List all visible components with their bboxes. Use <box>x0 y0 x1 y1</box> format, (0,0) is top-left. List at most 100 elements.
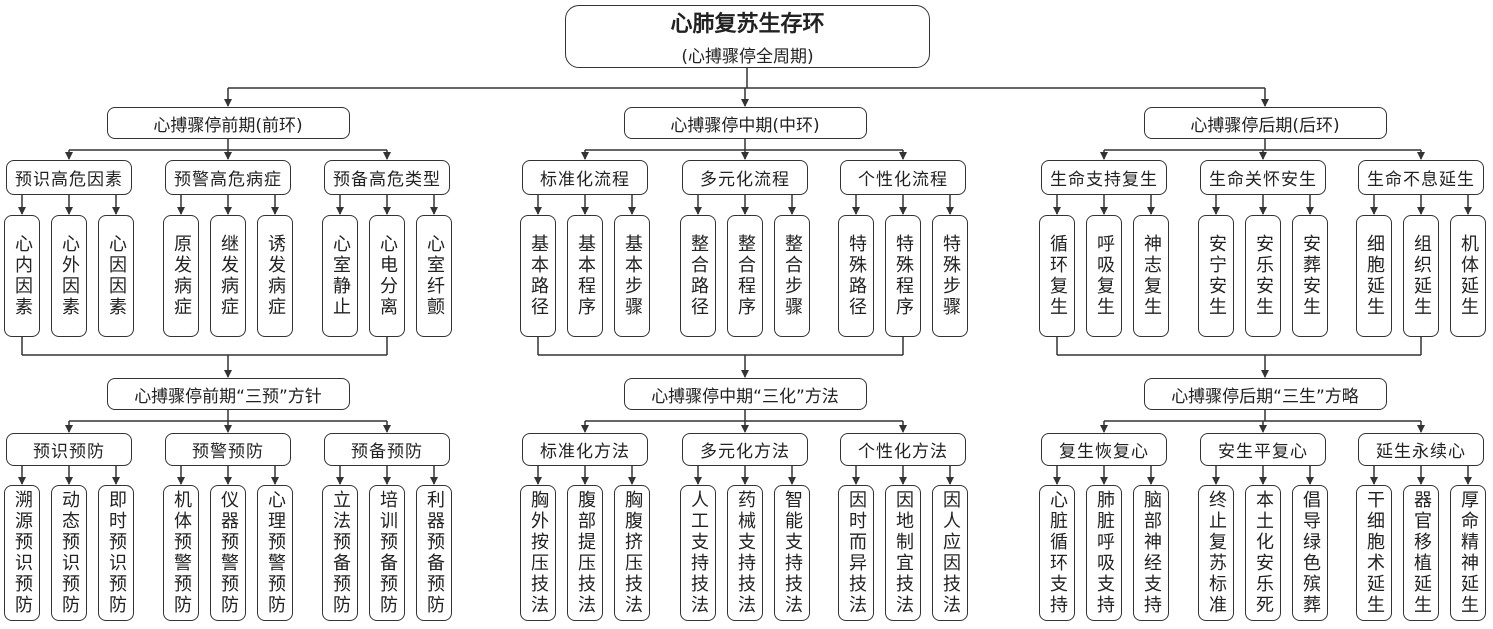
phase-box: 心搏骤停后期(后环) <box>1143 107 1387 139</box>
method-box: 标准化方法 <box>522 433 648 466</box>
factor-box-label: 特殊步骤 <box>940 234 961 318</box>
technique-box: 干细胞术延生 <box>1356 485 1392 621</box>
phase-box-label: 心搏骤停后期(后环) <box>1190 115 1340 136</box>
factor-box: 机体延生 <box>1450 215 1486 337</box>
technique-box-label: 培训预备预防 <box>377 490 398 616</box>
factor-box-label: 心内因素 <box>12 234 33 318</box>
method-box-label: 预备预防 <box>351 442 423 462</box>
factor-box: 心内因素 <box>4 215 40 337</box>
strategy-box: 心搏骤停前期“三预”方针 <box>106 378 350 410</box>
technique-box-label: 干细胞术延生 <box>1364 490 1385 616</box>
technique-box: 因人应因技法 <box>932 485 968 621</box>
factor-box: 安乐安生 <box>1245 215 1281 337</box>
technique-box: 即时预识预防 <box>98 485 134 621</box>
group-box-label: 标准化流程 <box>540 170 630 190</box>
technique-box: 立法预备预防 <box>322 485 358 621</box>
technique-box-label: 人工支持技法 <box>688 490 709 616</box>
technique-box: 脑部神经支持 <box>1133 485 1169 621</box>
factor-box-label: 安乐安生 <box>1253 234 1274 318</box>
method-box: 安生平复心 <box>1200 433 1326 466</box>
technique-box: 因地制宜技法 <box>885 485 921 621</box>
group-box-label: 生命关怀安生 <box>1209 170 1317 190</box>
factor-box: 原发病症 <box>163 215 199 337</box>
factor-box-label: 特殊路径 <box>846 234 867 318</box>
factor-box: 呼吸复生 <box>1086 215 1122 337</box>
factor-box-label: 原发病症 <box>171 234 192 318</box>
root-title-box: 心肺复苏生存环 (心搏骤停全周期) <box>565 5 930 68</box>
technique-box-label: 药械支持技法 <box>735 490 756 616</box>
group-box-label: 多元化流程 <box>700 170 790 190</box>
method-box-label: 标准化方法 <box>540 442 630 462</box>
technique-box: 培训预备预防 <box>369 485 405 621</box>
phase-box: 心搏骤停中期(中环) <box>623 107 867 139</box>
technique-box: 心脏循环支持 <box>1039 485 1075 621</box>
factor-box: 循环复生 <box>1039 215 1075 337</box>
factor-box: 继发病症 <box>210 215 246 337</box>
technique-box: 药械支持技法 <box>727 485 763 621</box>
factor-box: 心室纤颤 <box>416 215 452 337</box>
factor-box-label: 基本程序 <box>575 234 596 318</box>
factor-box-label: 整合程序 <box>735 234 756 318</box>
technique-box-label: 即时预识预防 <box>106 490 127 616</box>
factor-box-label: 心电分离 <box>377 234 398 318</box>
group-box: 标准化流程 <box>522 160 648 195</box>
strategy-box-label: 心搏骤停后期“三生”方略 <box>1171 386 1359 407</box>
group-box-label: 个性化流程 <box>858 170 948 190</box>
technique-box-label: 腹部提压技法 <box>575 490 596 616</box>
factor-box: 心外因素 <box>51 215 87 337</box>
factor-box-label: 安葬安生 <box>1300 234 1321 318</box>
technique-box: 机体预警预防 <box>163 485 199 621</box>
factor-box-label: 呼吸复生 <box>1094 234 1115 318</box>
technique-box-label: 脑部神经支持 <box>1141 490 1162 616</box>
method-box: 预警预防 <box>165 433 291 466</box>
technique-box: 心理预警预防 <box>257 485 293 621</box>
method-box-label: 延生永续心 <box>1376 442 1466 462</box>
factor-box-label: 心外因素 <box>59 234 80 318</box>
factor-box: 心室静止 <box>322 215 358 337</box>
strategy-box: 心搏骤停中期“三化”方法 <box>623 378 867 410</box>
factor-box: 整合步骤 <box>774 215 810 337</box>
factor-box-label: 基本步骤 <box>622 234 643 318</box>
factor-box-label: 心室静止 <box>330 234 351 318</box>
factor-box: 基本步骤 <box>614 215 650 337</box>
technique-box-label: 倡导绿色殡葬 <box>1300 490 1321 616</box>
technique-box-label: 因时而异技法 <box>846 490 867 616</box>
method-box-label: 复生恢复心 <box>1059 442 1149 462</box>
factor-box-label: 安宁安生 <box>1206 234 1227 318</box>
factor-box: 组织延生 <box>1403 215 1439 337</box>
group-box: 预识高危因素 <box>6 160 132 195</box>
factor-box: 特殊路径 <box>838 215 874 337</box>
technique-box: 动态预识预防 <box>51 485 87 621</box>
factor-box: 基本程序 <box>567 215 603 337</box>
diagram-subtitle: (心搏骤停全周期) <box>681 47 814 67</box>
technique-box: 胸腹挤压技法 <box>614 485 650 621</box>
group-box: 生命不息延生 <box>1358 160 1484 195</box>
group-box-label: 预警高危病症 <box>174 170 282 190</box>
technique-box: 肺脏呼吸支持 <box>1086 485 1122 621</box>
technique-box-label: 动态预识预防 <box>59 490 80 616</box>
factor-box-label: 继发病症 <box>218 234 239 318</box>
technique-box-label: 心理预警预防 <box>265 490 286 616</box>
group-box-label: 预备高危类型 <box>333 170 441 190</box>
factor-box-label: 循环复生 <box>1047 234 1068 318</box>
method-box-label: 多元化方法 <box>700 442 790 462</box>
technique-box: 器官移植延生 <box>1403 485 1439 621</box>
technique-box: 智能支持技法 <box>774 485 810 621</box>
factor-box: 心电分离 <box>369 215 405 337</box>
factor-box: 细胞延生 <box>1356 215 1392 337</box>
factor-box: 诱发病症 <box>257 215 293 337</box>
technique-box: 溯源预识预防 <box>4 485 40 621</box>
group-box-label: 生命不息延生 <box>1367 170 1475 190</box>
factor-box-label: 神志复生 <box>1141 234 1162 318</box>
technique-box: 人工支持技法 <box>680 485 716 621</box>
technique-box: 胸外按压技法 <box>520 485 556 621</box>
technique-box-label: 厚命精神延生 <box>1458 490 1479 616</box>
technique-box: 腹部提压技法 <box>567 485 603 621</box>
technique-box-label: 智能支持技法 <box>782 490 803 616</box>
factor-box-label: 整合步骤 <box>782 234 803 318</box>
method-box: 预备预防 <box>324 433 450 466</box>
factor-box-label: 机体延生 <box>1458 234 1479 318</box>
technique-box-label: 利器预备预防 <box>424 490 445 616</box>
technique-box-label: 立法预备预防 <box>330 490 351 616</box>
factor-box-label: 细胞延生 <box>1364 234 1385 318</box>
